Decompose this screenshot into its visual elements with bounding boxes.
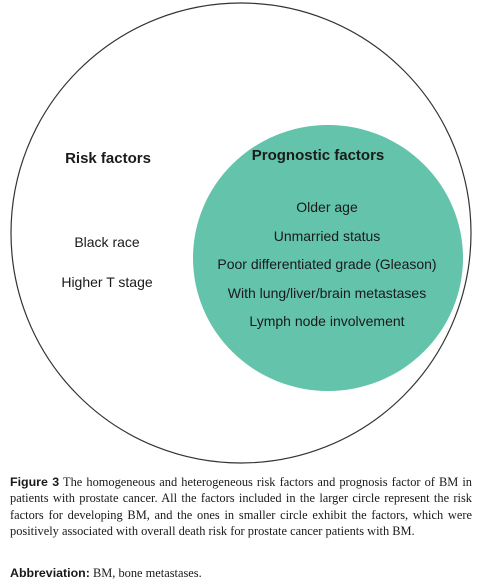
outer-risk-circle bbox=[10, 2, 472, 464]
inner-prognostic-circle bbox=[193, 125, 463, 391]
figure-label: Figure 3 bbox=[10, 475, 60, 489]
venn-diagram: Risk factors Black race Higher T stage P… bbox=[10, 2, 472, 464]
prognostic-factor-item: Older age bbox=[296, 199, 358, 215]
figure-caption: Figure 3 The homogeneous and heterogeneo… bbox=[10, 474, 472, 539]
prognostic-factors-heading: Prognostic factors bbox=[251, 147, 385, 164]
risk-factors-heading: Risk factors bbox=[65, 150, 151, 167]
risk-factor-item: Black race bbox=[74, 234, 140, 250]
figure-caption-text: The homogeneous and heterogeneous risk f… bbox=[10, 475, 472, 538]
prognostic-factor-item: Unmarried status bbox=[273, 228, 381, 244]
prognostic-factor-item: Poor differentiated grade (Gleason) bbox=[217, 256, 437, 272]
abbreviation-label: Abbreviation: bbox=[10, 566, 90, 580]
abbreviation-text: BM, bone metastases. bbox=[92, 566, 202, 580]
venn-svg bbox=[10, 2, 472, 464]
risk-factor-item: Higher T stage bbox=[61, 274, 153, 290]
prognostic-factor-item: Lymph node involvement bbox=[249, 313, 405, 329]
prognostic-factor-item: With lung/liver/brain metastases bbox=[227, 285, 427, 301]
abbreviation-note: Abbreviation: BM, bone metastases. bbox=[10, 565, 202, 581]
